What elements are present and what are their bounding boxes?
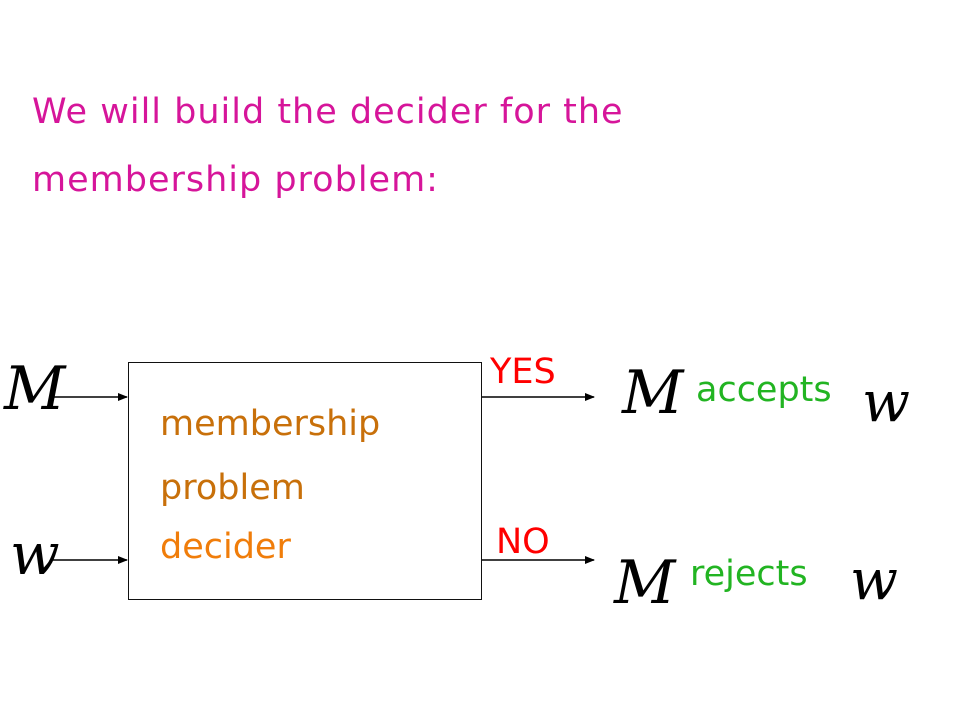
reject-machine-symbol: M xyxy=(614,548,676,618)
input-string-symbol: w xyxy=(10,520,60,588)
accept-string-symbol: w xyxy=(862,370,910,435)
reject-verb: rejects xyxy=(690,554,808,594)
accept-verb: accepts xyxy=(696,370,832,410)
decider-label-line-3: decider xyxy=(160,527,291,567)
heading-line-2: membership problem: xyxy=(32,160,439,200)
reject-string-symbol: w xyxy=(850,548,898,613)
decider-label-line-2: problem xyxy=(160,468,305,508)
accept-machine-symbol: M xyxy=(622,358,684,428)
input-machine-symbol: M xyxy=(4,354,66,424)
heading-line-1: We will build the decider for the xyxy=(32,92,624,132)
decider-label-line-1: membership xyxy=(160,404,381,444)
output-yes-label: YES xyxy=(490,352,556,392)
decider-box xyxy=(128,362,482,600)
output-no-label: NO xyxy=(496,522,550,562)
